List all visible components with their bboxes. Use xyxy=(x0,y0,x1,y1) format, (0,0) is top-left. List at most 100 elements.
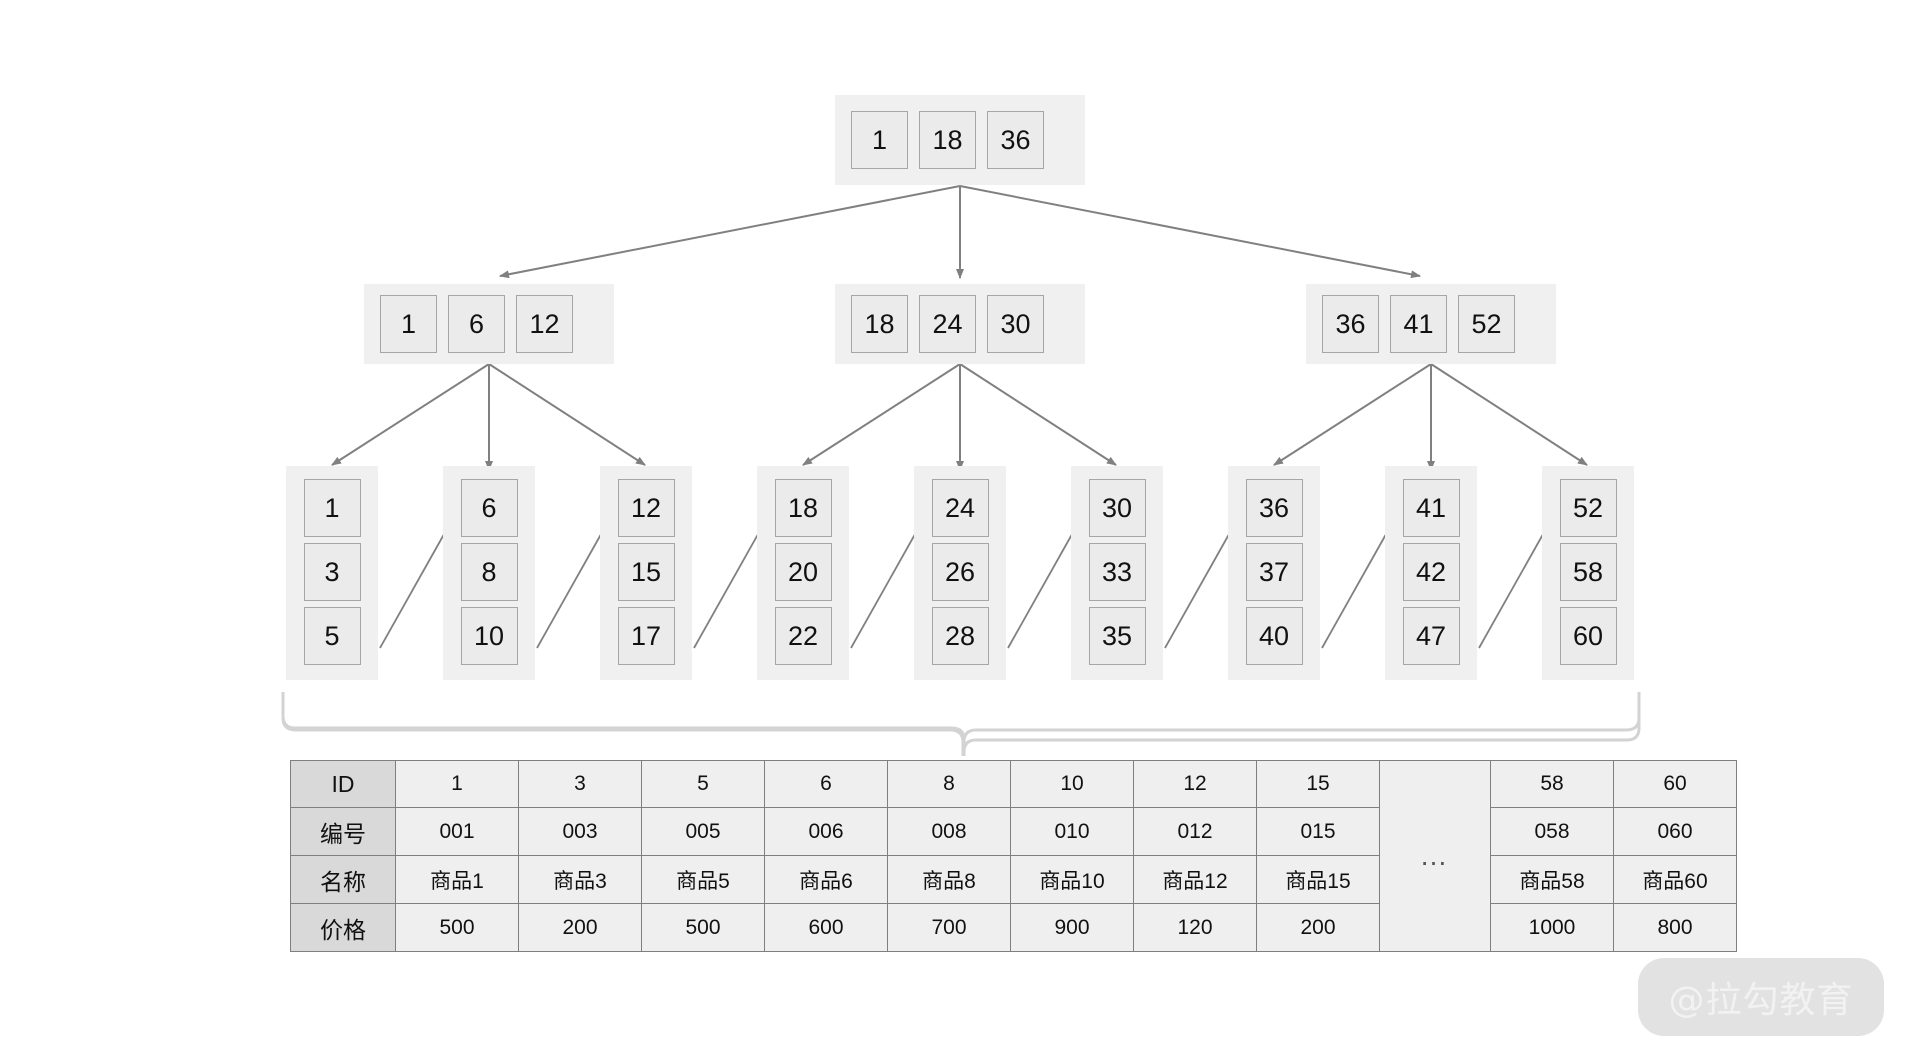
internal-key-cell[interactable]: 12 xyxy=(516,295,573,353)
internal-key-cell[interactable]: 52 xyxy=(1458,295,1515,353)
cell-price: 500 xyxy=(395,903,519,952)
cell-price: 200 xyxy=(1256,903,1380,952)
table-row-name: 名称 商品1 商品3 商品5 商品6 商品8 商品10 商品12 商品15 商品… xyxy=(290,855,1737,904)
cell-id: 3 xyxy=(518,760,642,808)
leaf-key-cell[interactable]: 40 xyxy=(1245,607,1303,665)
internal-node-middle[interactable]: 18 24 30 xyxy=(835,284,1085,364)
internal-key-cell[interactable]: 36 xyxy=(1322,295,1379,353)
internal-key-cell[interactable]: 6 xyxy=(448,295,505,353)
leaf-key-cell[interactable]: 17 xyxy=(617,607,675,665)
leaf-key-cell[interactable]: 26 xyxy=(931,543,989,601)
internal-key-cell[interactable]: 41 xyxy=(1390,295,1447,353)
cell-code: 005 xyxy=(641,807,765,856)
internal-node-right[interactable]: 36 41 52 xyxy=(1306,284,1556,364)
cell-name: 商品3 xyxy=(518,855,642,904)
cell-code: 058 xyxy=(1490,807,1614,856)
internal-key-cell[interactable]: 24 xyxy=(919,295,976,353)
leaf-key-cell[interactable]: 52 xyxy=(1559,479,1617,537)
cell-name: 商品5 xyxy=(641,855,765,904)
cell-id: 60 xyxy=(1613,760,1737,808)
leaf-node-1[interactable]: 1 3 5 xyxy=(286,466,378,680)
leaf-key-cell[interactable]: 1 xyxy=(303,479,361,537)
leaf-node-7[interactable]: 36 37 40 xyxy=(1228,466,1320,680)
leaf-key-cell[interactable]: 22 xyxy=(774,607,832,665)
leaf-key-cell[interactable]: 35 xyxy=(1088,607,1146,665)
cell-code: 001 xyxy=(395,807,519,856)
internal-left-to-leaf-arrows xyxy=(331,363,646,471)
leaf-key-cell[interactable]: 28 xyxy=(931,607,989,665)
cell-name: 商品58 xyxy=(1490,855,1614,904)
cell-price: 900 xyxy=(1010,903,1134,952)
root-key-cell[interactable]: 1 xyxy=(851,111,908,169)
leaf-key-cell[interactable]: 3 xyxy=(303,543,361,601)
cell-name: 商品1 xyxy=(395,855,519,904)
leaf-to-table-brace xyxy=(281,692,1641,756)
table-row-code: 编号 001 003 005 006 008 010 012 015 058 0… xyxy=(290,807,1737,856)
cell-name: 商品6 xyxy=(764,855,888,904)
cell-id: 10 xyxy=(1010,760,1134,808)
root-node[interactable]: 1 18 36 xyxy=(835,95,1085,185)
cell-price: 800 xyxy=(1613,903,1737,952)
leaf-node-2[interactable]: 6 8 10 xyxy=(443,466,535,680)
cell-name: 商品12 xyxy=(1133,855,1257,904)
leaf-node-4[interactable]: 18 20 22 xyxy=(757,466,849,680)
cell-id: 12 xyxy=(1133,760,1257,808)
cell-price: 120 xyxy=(1133,903,1257,952)
cell-id: 6 xyxy=(764,760,888,808)
cell-id: 1 xyxy=(395,760,519,808)
cell-id: 5 xyxy=(641,760,765,808)
cell-id: 58 xyxy=(1490,760,1614,808)
leaf-key-cell[interactable]: 6 xyxy=(460,479,518,537)
leaf-key-cell[interactable]: 5 xyxy=(303,607,361,665)
leaf-key-cell[interactable]: 20 xyxy=(774,543,832,601)
internal-middle-to-leaf-arrows xyxy=(802,363,1117,471)
row-header-name: 名称 xyxy=(290,855,396,904)
cell-price: 500 xyxy=(641,903,765,952)
leaf-key-cell[interactable]: 42 xyxy=(1402,543,1460,601)
leaf-node-8[interactable]: 41 42 47 xyxy=(1385,466,1477,680)
cell-price: 600 xyxy=(764,903,888,952)
root-key-cell[interactable]: 18 xyxy=(919,111,976,169)
watermark-text: @拉勾教育 xyxy=(1668,980,1854,1021)
leaf-node-5[interactable]: 24 26 28 xyxy=(914,466,1006,680)
table-row-id: ID 1 3 5 6 8 10 12 15 … 58 60 xyxy=(290,760,1737,952)
internal-key-cell[interactable]: 30 xyxy=(987,295,1044,353)
leaf-key-cell[interactable]: 37 xyxy=(1245,543,1303,601)
leaf-key-cell[interactable]: 30 xyxy=(1088,479,1146,537)
leaf-key-cell[interactable]: 15 xyxy=(617,543,675,601)
cell-name: 商品10 xyxy=(1010,855,1134,904)
cell-price: 1000 xyxy=(1490,903,1614,952)
cell-name: 商品60 xyxy=(1613,855,1737,904)
leaf-key-cell[interactable]: 10 xyxy=(460,607,518,665)
internal-key-cell[interactable]: 18 xyxy=(851,295,908,353)
leaf-key-cell[interactable]: 12 xyxy=(617,479,675,537)
row-header-price: 价格 xyxy=(290,903,396,952)
leaf-key-cell[interactable]: 47 xyxy=(1402,607,1460,665)
leaf-key-cell[interactable]: 36 xyxy=(1245,479,1303,537)
row-header-code: 编号 xyxy=(290,807,396,856)
internal-key-cell[interactable]: 1 xyxy=(380,295,437,353)
cell-name: 商品8 xyxy=(887,855,1011,904)
leaf-key-cell[interactable]: 24 xyxy=(931,479,989,537)
leaf-key-cell[interactable]: 8 xyxy=(460,543,518,601)
internal-node-left[interactable]: 1 6 12 xyxy=(364,284,614,364)
leaf-node-3[interactable]: 12 15 17 xyxy=(600,466,692,680)
leaf-key-cell[interactable]: 58 xyxy=(1559,543,1617,601)
leaf-key-cell[interactable]: 33 xyxy=(1088,543,1146,601)
cell-code: 010 xyxy=(1010,807,1134,856)
leaf-node-9[interactable]: 52 58 60 xyxy=(1542,466,1634,680)
leaf-node-6[interactable]: 30 33 35 xyxy=(1071,466,1163,680)
row-header-id: ID xyxy=(290,760,396,808)
cell-code: 060 xyxy=(1613,807,1737,856)
cell-code: 003 xyxy=(518,807,642,856)
internal-right-to-leaf-arrows xyxy=(1273,363,1588,471)
cell-id: 15 xyxy=(1256,760,1380,808)
cell-code: 015 xyxy=(1256,807,1380,856)
leaf-key-cell[interactable]: 60 xyxy=(1559,607,1617,665)
root-key-cell[interactable]: 36 xyxy=(987,111,1044,169)
leaf-key-cell[interactable]: 41 xyxy=(1402,479,1460,537)
leaf-key-cell[interactable]: 18 xyxy=(774,479,832,537)
cell-id: 8 xyxy=(887,760,1011,808)
table-ellipsis-cell: … xyxy=(1379,760,1491,952)
